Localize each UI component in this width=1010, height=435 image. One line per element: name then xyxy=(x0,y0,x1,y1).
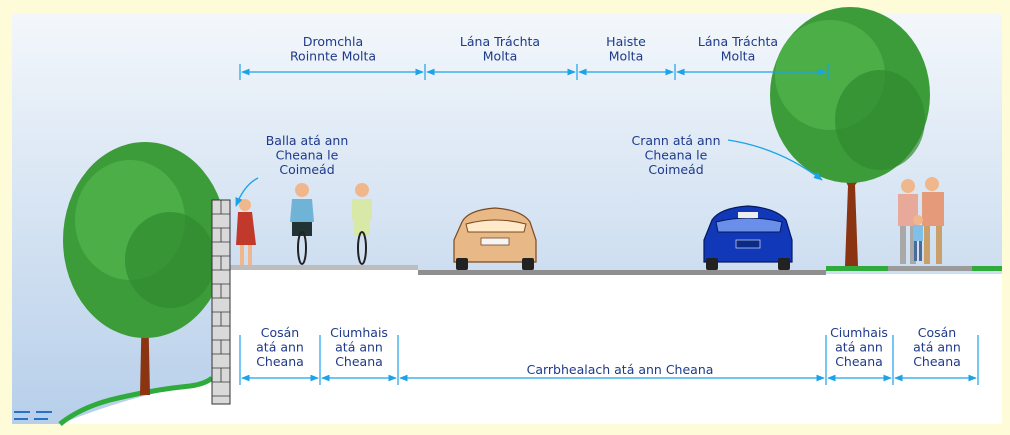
carriageway-surface xyxy=(418,270,826,275)
water-icon xyxy=(14,411,52,420)
family-pedestrians-icon xyxy=(898,177,944,264)
tree-callout-leader xyxy=(727,139,823,181)
existing-dimensions xyxy=(239,335,979,385)
shared-surface-deck xyxy=(230,265,418,270)
car-icon xyxy=(703,205,793,270)
tree-icon xyxy=(63,142,227,395)
embankment-grass xyxy=(58,376,214,426)
verge-far-right-grass xyxy=(972,266,1002,271)
cyclist-icon xyxy=(352,183,372,265)
brick-wall-icon xyxy=(211,199,231,405)
verge-right-grass xyxy=(826,266,888,271)
wall-callout-leader xyxy=(235,177,259,207)
tree-icon xyxy=(770,7,930,266)
proposed-dimensions xyxy=(239,64,829,80)
road-cross-section xyxy=(58,265,1002,426)
footpath-right-surface xyxy=(888,266,972,271)
road-base xyxy=(60,268,1002,424)
existing-carriageway-label: Carrbhealach atá ann Cheana xyxy=(527,362,714,377)
car-icon xyxy=(453,207,537,270)
cyclist-icon xyxy=(290,183,314,265)
